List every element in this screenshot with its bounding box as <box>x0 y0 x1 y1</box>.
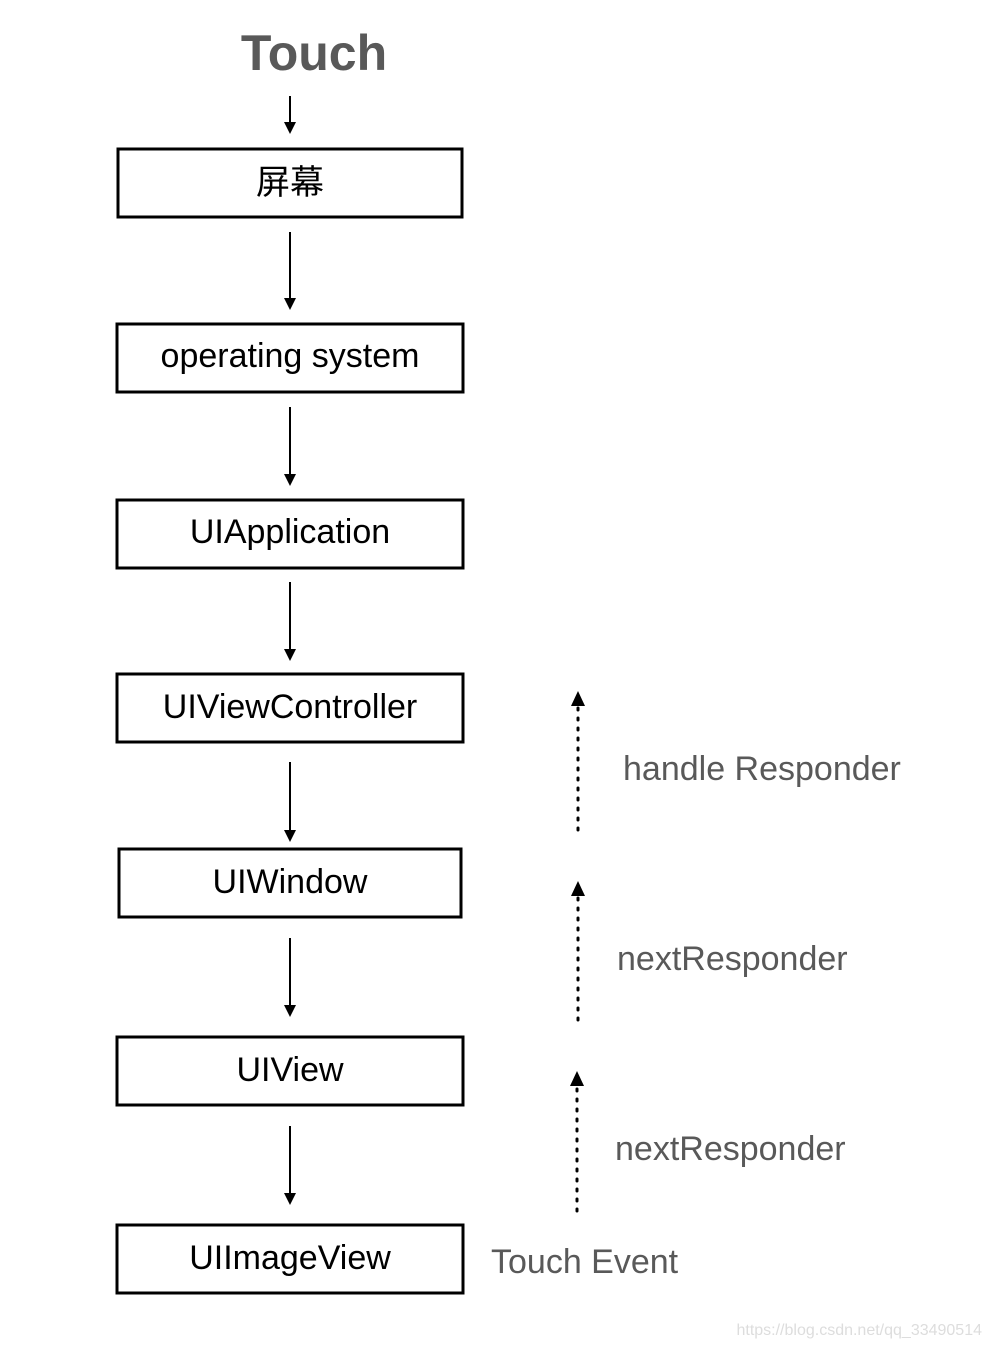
label-touch-event: Touch Event <box>491 1243 679 1281</box>
arrowhead-up-next-responder-1 <box>571 881 585 896</box>
node-uiview: UIView <box>115 1035 465 1107</box>
label-next-responder-2: nextResponder <box>615 1130 846 1168</box>
arrowhead-os-to-uiapplication <box>284 474 296 486</box>
label-next-responder-1: nextResponder <box>617 940 848 978</box>
node-uiviewcontroller: UIViewController <box>115 672 465 744</box>
arrowhead-up-handle-responder <box>571 691 585 706</box>
arrowhead-uiapplication-to-uiviewcontroller <box>284 649 296 661</box>
arrowhead-screen-to-os <box>284 298 296 310</box>
arrowhead-up-next-responder-2 <box>570 1071 584 1086</box>
arrowhead-uiview-to-uiimageview <box>284 1193 296 1205</box>
node-screen: 屏幕 <box>116 147 464 219</box>
node-operating-system-label: operating system <box>161 337 420 375</box>
diagram-title: Touch <box>241 25 387 81</box>
node-uiimageview-label: UIImageView <box>189 1239 391 1277</box>
node-screen-label: 屏幕 <box>256 164 324 202</box>
arrowhead-title-to-screen <box>284 122 296 134</box>
node-uiwindow: UIWindow <box>117 847 463 919</box>
node-uiimageview: UIImageView <box>115 1223 465 1295</box>
watermark-url: https://blog.csdn.net/qq_33490514 <box>736 1322 982 1339</box>
arrowhead-uiwindow-to-uiview <box>284 1005 296 1017</box>
node-uiview-label: UIView <box>236 1051 344 1089</box>
node-uiapplication-label: UIApplication <box>190 513 390 551</box>
node-operating-system: operating system <box>115 322 465 394</box>
node-uiapplication: UIApplication <box>115 498 465 570</box>
node-uiwindow-label: UIWindow <box>213 863 368 901</box>
node-uiviewcontroller-label: UIViewController <box>163 688 417 726</box>
label-handle-responder: handle Responder <box>623 750 901 788</box>
arrowhead-uiviewcontroller-to-uiwindow <box>284 830 296 842</box>
